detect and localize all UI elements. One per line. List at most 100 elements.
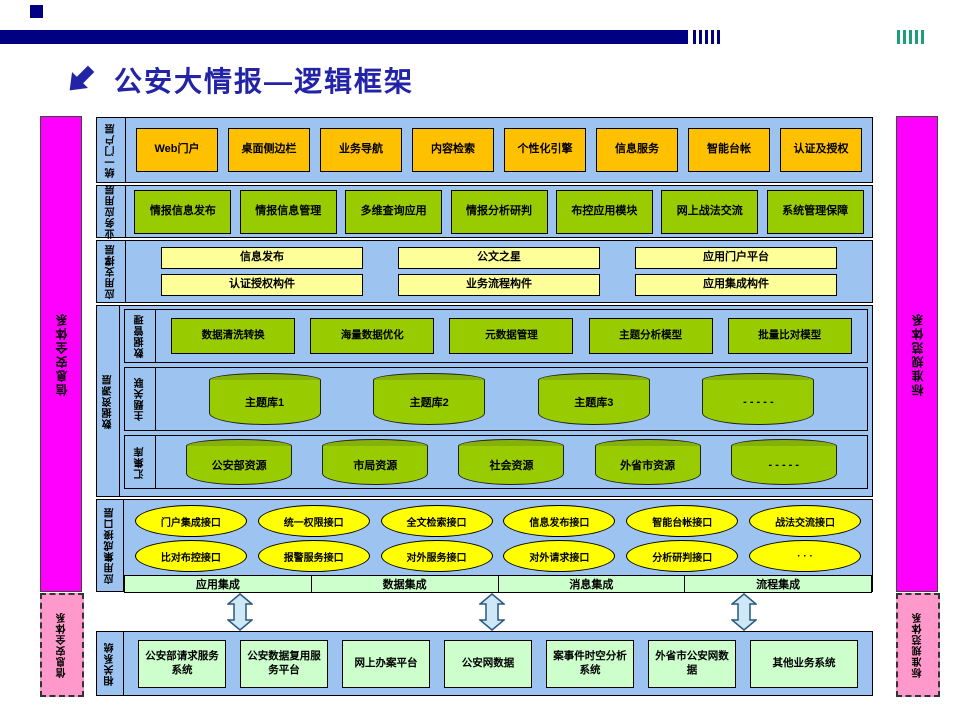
title-row: 公安大情报—逻辑框架 (62, 60, 414, 100)
interface-oval: 对外服务接口 (380, 540, 493, 572)
data-layer-content: 数据管理 数据清洗转换 海量数据优化 元数据管理 主题分析模型 批量比对模型 主… (120, 306, 872, 496)
database-cylinder: 主题库2 (373, 373, 486, 425)
cylinder-label: 外省市资源 (594, 446, 701, 485)
portal-box: 个性化引擎 (504, 128, 586, 172)
interface-oval-row-1: 门户集成接口 统一权限接口 全文检索接口 信息发布接口 智能台帐接口 战法交流接… (124, 505, 872, 537)
database-cylinder-more: - - - - - (702, 373, 815, 425)
database-cylinder: 外省市资源 (594, 439, 701, 485)
database-cylinder: 主题库3 (537, 373, 650, 425)
data-management-label-strip: 数据管理 (125, 310, 156, 362)
interface-oval: 全文检索接口 (380, 505, 493, 537)
support-box: 公文之星 (398, 246, 600, 269)
data-layer-label-strip: 数据资源层 (97, 306, 120, 496)
cylinder-label: 社会资源 (458, 446, 565, 485)
interface-oval: 对外请求接口 (503, 540, 616, 572)
related-system-box: 公安部请求服务系统 (138, 639, 226, 688)
integration-strip-cell: 消息集成 (497, 575, 686, 593)
interface-oval: 统一权限接口 (257, 505, 370, 537)
support-box: 认证授权构件 (161, 274, 363, 297)
panel-business-application-layer: 业务应用层 情报信息发布 情报信息管理 多维查询应用 情报分析研判 布控应用模块… (96, 184, 873, 239)
related-systems-label: 相关系统 (104, 641, 116, 686)
business-box: 系统管理保障 (766, 189, 864, 234)
support-box: 应用集成构件 (635, 274, 837, 297)
interface-oval: 门户集成接口 (134, 505, 247, 537)
support-row-2: 认证授权构件 业务流程构件 应用集成构件 (126, 274, 872, 297)
right-standards-bar: 标准规范体系 (896, 116, 938, 592)
interface-oval: 智能台帐接口 (626, 505, 739, 537)
top-bar-stripes-teal (897, 30, 924, 44)
subpanel-collection-databases: 汇集库 公安部资源 市局资源 社会资源 (124, 435, 868, 489)
database-cylinder-more: - - - - - (730, 439, 837, 485)
interface-layer-label: 应用集成接口层 (104, 507, 116, 584)
data-management-box: 数据清洗转换 (171, 318, 296, 354)
database-cylinder: 市局资源 (322, 439, 429, 485)
panel-data-resource-layer: 数据资源层 数据管理 数据清洗转换 海量数据优化 元数据管理 主题分析模型 批量… (96, 305, 873, 497)
business-layer-content: 情报信息发布 情报信息管理 多维查询应用 情报分析研判 布控应用模块 网上战法交… (126, 186, 872, 237)
right-standards-bottom-box: 标准规范体系 (896, 593, 940, 697)
portal-box: 内容检索 (412, 128, 494, 172)
top-bar-stripes-navy (693, 30, 720, 44)
portal-box: 桌面侧边栏 (228, 128, 310, 172)
top-bar-decoration (0, 30, 688, 44)
related-system-box: 案事件时空分析系统 (546, 639, 634, 688)
theme-content: 主题库1 主题库2 主题库3 - - - - - (156, 368, 867, 430)
support-row-1: 信息发布 公文之星 应用门户平台 (126, 246, 872, 269)
interface-oval: 分析研判接口 (626, 540, 739, 572)
related-systems-label-strip: 相关系统 (97, 632, 124, 695)
related-system-box: 公安数据复用服务平台 (240, 639, 328, 688)
subpanel-data-management: 数据管理 数据清洗转换 海量数据优化 元数据管理 主题分析模型 批量比对模型 (124, 309, 868, 363)
data-layer-label: 数据资源层 (102, 373, 114, 429)
related-system-box: 外省市公安网数据 (648, 639, 736, 688)
panel-integration-interface-layer: 应用集成接口层 门户集成接口 统一权限接口 全文检索接口 信息发布接口 智能台帐… (96, 499, 873, 593)
portal-box: 信息服务 (596, 128, 678, 172)
corner-block-decoration (30, 5, 43, 18)
cylinder-label: 主题库1 (208, 380, 321, 425)
business-box: 情报信息发布 (134, 189, 232, 234)
support-box: 信息发布 (161, 246, 363, 269)
data-management-label: 数据管理 (134, 314, 146, 358)
collection-label-strip: 汇集库 (125, 436, 156, 488)
support-box: 应用门户平台 (635, 246, 837, 269)
related-system-box: 其他业务系统 (750, 639, 858, 688)
portal-layer-label-strip: 统一门户层 (97, 118, 126, 182)
related-system-box: 公安网数据 (444, 639, 532, 688)
cylinder-label: 公安部资源 (186, 446, 293, 485)
integration-strip-cell: 流程集成 (684, 575, 872, 593)
cylinder-label: 市局资源 (322, 446, 429, 485)
support-layer-content: 信息发布 公文之星 应用门户平台 认证授权构件 业务流程构件 应用集成构件 (126, 241, 872, 302)
database-cylinder: 公安部资源 (186, 439, 293, 485)
portal-layer-content: Web门户 桌面侧边栏 业务导航 内容检索 个性化引擎 信息服务 智能台帐 认证… (126, 118, 872, 182)
left-security-bottom-box: 信息安全体系 (40, 593, 84, 697)
integration-strip: 应用集成 数据集成 消息集成 流程集成 (124, 575, 872, 593)
updown-arrow (479, 593, 505, 631)
business-box: 网上战法交流 (661, 189, 759, 234)
cylinder-label: 主题库2 (373, 380, 486, 425)
theme-label-strip: 主题关联 (125, 368, 156, 430)
database-cylinder: 社会资源 (458, 439, 565, 485)
support-box: 业务流程构件 (398, 274, 600, 297)
interface-oval: 比对布控接口 (134, 540, 247, 572)
title-arrow-icon (69, 65, 95, 91)
interface-layer-content: 门户集成接口 统一权限接口 全文检索接口 信息发布接口 智能台帐接口 战法交流接… (124, 500, 872, 593)
updown-arrow (731, 593, 757, 631)
cylinder-label: - - - - - (702, 380, 815, 425)
data-management-content: 数据清洗转换 海量数据优化 元数据管理 主题分析模型 批量比对模型 (156, 310, 867, 362)
data-management-box: 批量比对模型 (727, 318, 852, 354)
data-management-box: 主题分析模型 (588, 318, 713, 354)
interface-oval-row-2: 比对布控接口 报警服务接口 对外服务接口 对外请求接口 分析研判接口 · · · (124, 540, 872, 572)
left-security-bar: 信息安全体系 (40, 116, 82, 592)
theme-label: 主题关联 (134, 377, 146, 421)
updown-arrow (227, 593, 253, 631)
interface-oval: 报警服务接口 (257, 540, 370, 572)
portal-box: 业务导航 (320, 128, 402, 172)
cylinder-label: - - - - - (730, 446, 837, 485)
subpanel-theme-databases: 主题关联 主题库1 主题库2 主题库3 (124, 367, 868, 431)
support-layer-label-strip: 应用支撑层 (97, 241, 126, 302)
interface-oval-more: · · · (749, 540, 862, 572)
related-system-box: 网上办案平台 (342, 639, 430, 688)
business-layer-label-strip: 业务应用层 (97, 184, 126, 239)
business-box: 布控应用模块 (555, 189, 653, 234)
layer-stack: 统一门户层 Web门户 桌面侧边栏 业务导航 内容检索 个性化引擎 信息服务 智… (96, 117, 875, 696)
data-management-box: 海量数据优化 (310, 318, 435, 354)
